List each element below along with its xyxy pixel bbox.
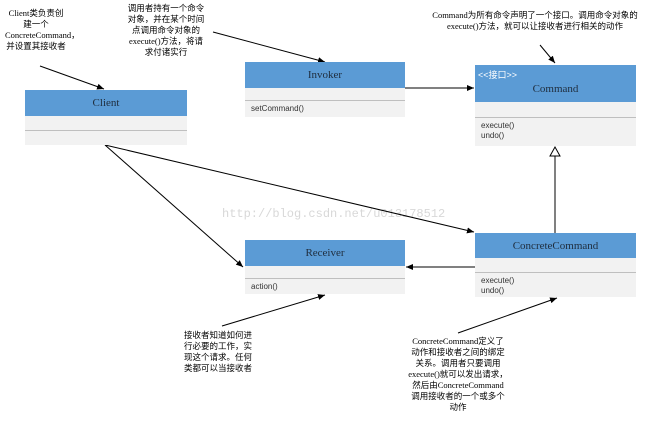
operation: setCommand() [251,104,304,113]
note-client: Client类负责创建一个ConcreteCommand，并设置其接收者 [5,8,80,51]
client-to-concrete [104,144,475,234]
note-concrete-pointer [457,297,558,334]
operation: execute() [481,276,515,285]
note-invoker-pointer [212,31,326,64]
divider [245,100,405,101]
invoker-class: Invoker setCommand() [245,62,405,117]
divider [25,130,187,131]
concrete-command-class: ConcreteCommand execute()undo() [475,233,636,297]
command-interface: <<接口>> Command execute()undo() [475,65,636,146]
note-command: Command为所有命令声明了一个接口。调用命令对象的execute()方法，就… [432,10,638,31]
class-name: Command [532,82,579,95]
note-invoker: 调用者持有一个命令对象，并在某个时间点调用命令对象的execute()方法，将请… [127,3,205,57]
divider [475,272,636,273]
divider [245,278,405,279]
operation: action() [251,282,278,291]
class-name: Receiver [245,240,405,266]
client-class: Client [25,90,187,145]
class-name: Client [25,90,187,116]
operation: execute() [481,121,515,130]
operation: undo() [481,131,505,140]
note-concrete: ConcreteCommand定义了动作和接收者之间的绑定关系。调用者只要调用e… [408,336,508,412]
class-name: ConcreteCommand [475,233,636,258]
class-name: Invoker [245,62,405,88]
stereotype: <<接口>> [478,70,518,80]
divider [475,117,636,118]
note-command-pointer [539,44,556,64]
client-to-receiver [104,144,244,268]
note-receiver-pointer [221,294,326,327]
note-receiver: 接收者知道如何进行必要的工作，实现这个请求。任何类都可以当接收者 [184,330,253,373]
watermark: http://blog.csdn.net/u013178512 [222,207,446,221]
note-client-pointer [39,65,105,90]
receiver-class: Receiver action() [245,240,405,294]
operation: undo() [481,286,505,295]
